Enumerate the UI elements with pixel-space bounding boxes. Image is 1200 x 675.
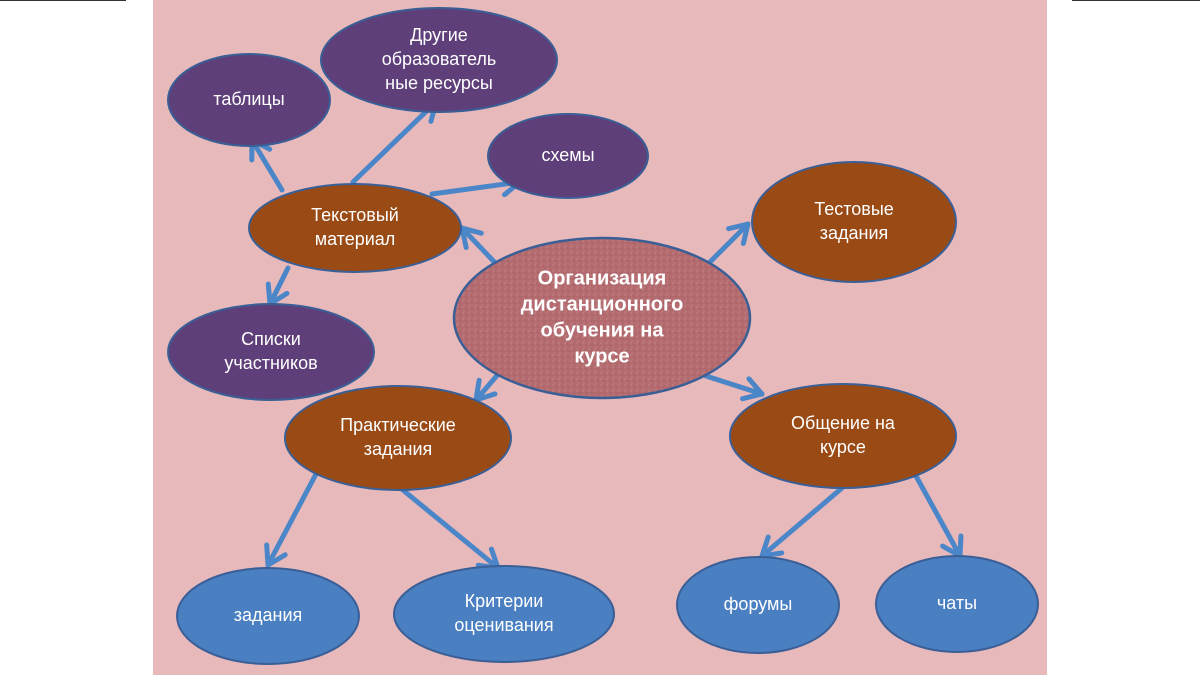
arrow-shaft <box>703 373 765 397</box>
node-spiski: Списки участников <box>167 303 375 401</box>
node-label-line: Списки <box>241 329 301 349</box>
node-ellipse <box>176 567 360 665</box>
connector-arrow <box>350 99 439 185</box>
node-label-line: Другие <box>410 25 468 45</box>
arrow-shaft <box>913 473 963 559</box>
arrow-shaft <box>473 369 503 403</box>
arrow-head <box>759 534 785 559</box>
node-forumy: форумы <box>676 556 840 654</box>
connector-arrow <box>703 373 765 402</box>
arrow-shaft <box>249 137 285 193</box>
node-label-line: материал <box>315 229 396 249</box>
connector-arrow <box>265 265 291 307</box>
arrow-head <box>264 542 288 568</box>
arrow-shaft <box>395 483 501 571</box>
node-testovye: Тестовые задания <box>751 161 957 283</box>
node-label-line: образователь <box>382 49 497 69</box>
connector-arrow <box>703 221 751 269</box>
node-layer: ТекстовыйматериалТестовыезаданияПрактиче… <box>167 7 1039 665</box>
node-ellipse <box>751 161 957 283</box>
node-label-line: Практические <box>340 415 456 435</box>
top-rule-right <box>1072 0 1200 1</box>
arrow-head <box>726 221 751 246</box>
node-label-line: курсе <box>820 437 866 457</box>
arrow-shaft <box>703 221 751 269</box>
node-label-line: таблицы <box>213 89 284 109</box>
arrow-shaft <box>429 179 523 197</box>
node-label-line: задания <box>820 223 889 243</box>
node-kriterii: Критерии оценивания <box>393 565 615 663</box>
node-drugie: Другие образователь ные ресурсы <box>320 7 558 113</box>
node-label-line: участников <box>224 353 317 373</box>
node-ellipse <box>248 183 462 273</box>
connector-arrow <box>759 485 845 559</box>
arrow-shaft <box>459 225 503 271</box>
node-label-line: задания <box>364 439 433 459</box>
node-label-line: Текстовый <box>311 205 399 225</box>
node-tekstovyi: Текстовый материал <box>248 183 462 273</box>
arrow-shaft <box>350 99 439 185</box>
node-ellipse <box>167 53 331 147</box>
node-ellipse <box>452 236 752 400</box>
arrow-shaft <box>759 485 845 559</box>
node-ellipse <box>729 383 957 489</box>
node-label-line: оценивания <box>454 615 553 635</box>
node-label-line: схемы <box>541 145 594 165</box>
node-prakticheskie: Практические задания <box>284 385 512 491</box>
node-ellipse <box>676 556 840 654</box>
node-skhemy: схемы <box>487 113 649 199</box>
node-label-line: Организация <box>538 267 667 289</box>
node-tablitsy: таблицы <box>167 53 331 147</box>
connector-arrow <box>264 471 319 568</box>
node-label-line: Тестовые <box>814 199 894 219</box>
arrow-shaft <box>265 471 319 568</box>
node-label-line: Общение на <box>791 413 896 433</box>
node-label-line: дистанционного <box>521 293 684 315</box>
arrow-shaft <box>267 265 291 307</box>
node-ellipse <box>393 565 615 663</box>
node-label-line: чаты <box>937 593 977 613</box>
node-obshchenie: Общение на курсе <box>729 383 957 489</box>
node-label-line: обучения на <box>541 319 665 341</box>
central-node: Организация дистанционного обучения на курс… <box>452 236 752 400</box>
node-label-line: Критерии <box>465 591 544 611</box>
arrow-head <box>740 376 765 402</box>
node-chaty: чаты <box>875 555 1039 653</box>
top-rule-left <box>0 0 126 1</box>
node-ellipse <box>875 555 1039 653</box>
node-label-line: задания <box>234 605 303 625</box>
node-zadaniya: задания <box>176 567 360 665</box>
node-label-line: курсе <box>574 345 629 367</box>
node-label-line: ные ресурсы <box>385 73 493 93</box>
connector-arrow <box>395 483 501 571</box>
connector-arrow <box>473 369 503 403</box>
node-ellipse <box>487 113 649 199</box>
node-ellipse <box>320 7 558 113</box>
connector-arrow <box>249 137 285 193</box>
node-ellipse <box>167 303 375 401</box>
node-ellipse <box>284 385 512 491</box>
connector-arrow <box>913 473 964 559</box>
node-label-line: форумы <box>724 594 793 614</box>
